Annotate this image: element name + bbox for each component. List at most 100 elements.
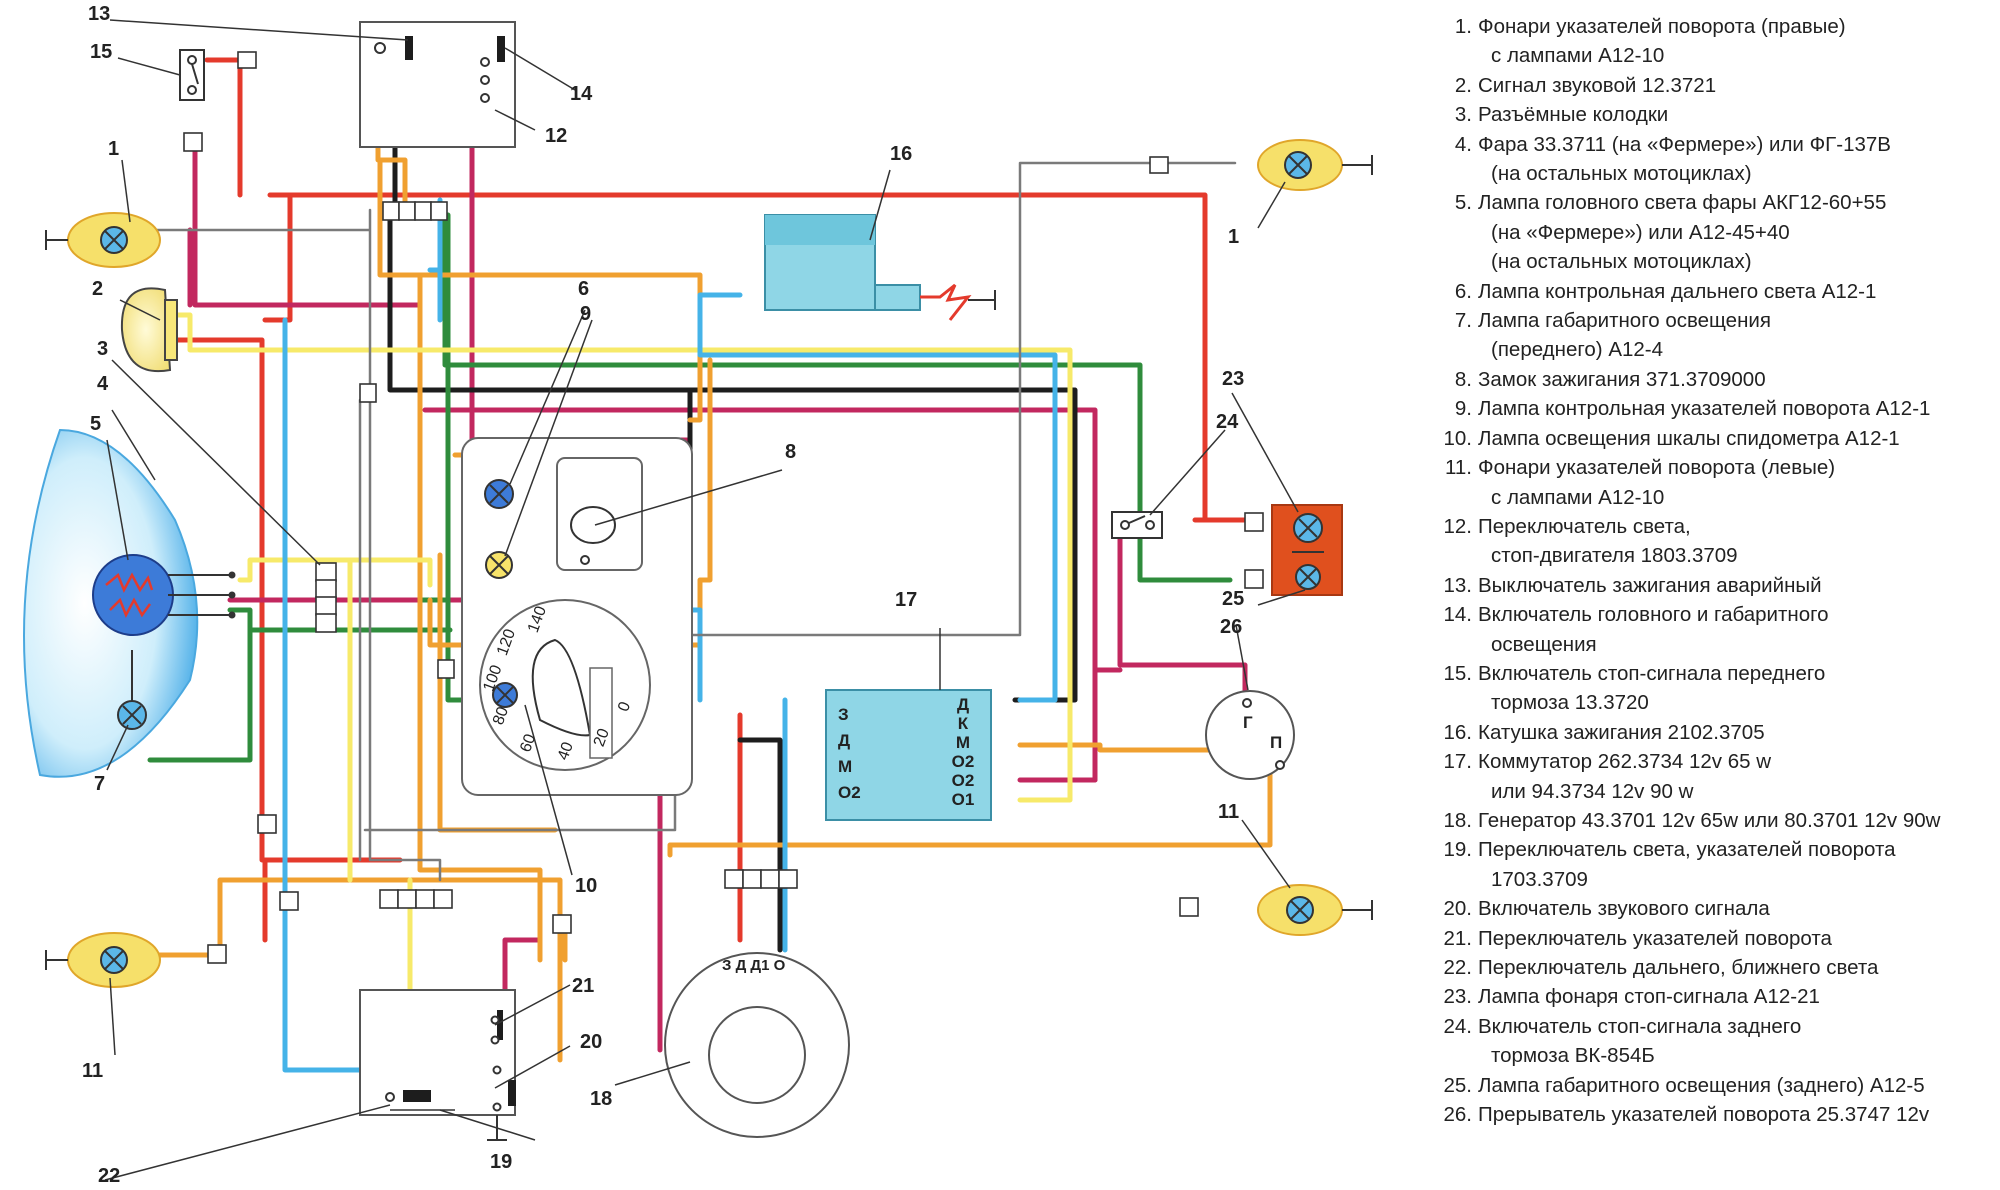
callout-7: 7 [94,773,105,795]
connector [437,659,455,679]
connector [315,613,337,633]
legend-item-text: Коммутатор 262.3734 12v 65 w [1478,750,1772,774]
legend-item-text: Замок зажигания 371.3709000 [1478,367,1766,391]
legend-item: 21.Переключатель указателей поворота [1440,924,1995,953]
callout-22: 22 [98,1165,120,1187]
connector [778,869,798,889]
legend-item-number: 1. [1454,15,1472,38]
speedometer-tick-label: 40 [555,740,577,763]
connector [414,201,432,221]
turn-signal-breaker [1205,690,1295,780]
commutator-pin-left: Д [838,731,850,750]
legend-item: 11.Фонари указателей поворота (левые) [1440,453,1995,482]
speedometer-tick-label: 20 [591,726,613,749]
legend-item-number: 8. [1454,367,1472,391]
legend-item-text: Фонари указателей поворота (левые) [1478,456,1836,480]
legend-item-number: 10. [1443,426,1473,450]
wire-magenta-5 [422,407,1098,1063]
rear-brake-switch [1111,511,1163,539]
callout-15: 15 [90,41,112,63]
commutator-pin-right: О1 [952,790,975,809]
wire-yellow-1 [172,312,1073,803]
callout-6: 6 [578,278,589,300]
callout-11-right: 11 [1218,801,1239,823]
wire-blue-1 [697,292,1058,703]
legend-item-text: Лампа габаритного освещения (заднего) А1… [1478,1073,1925,1097]
legend-item-continuation: или 94.3734 12v 90 w [1491,779,1694,803]
commutator-pin-left: М [838,757,852,776]
legend-item-number: 14. [1443,603,1473,627]
connector [552,914,572,934]
legend-item-number: 26. [1443,1103,1473,1127]
connector [382,201,400,221]
legend-item-number: 6. [1454,279,1472,303]
legend-item: 7.Лампа габаритного освещения [1440,306,1995,335]
legend-item-number: 13. [1443,573,1473,597]
turn-indicator-right-rear [45,212,161,268]
legend-item-text: Лампа контрольная указателей поворота А1… [1478,397,1931,421]
callout-5: 5 [90,413,101,435]
wire-green-3 [147,607,453,763]
legend-item-number: 7. [1454,309,1472,333]
turn-indicator-left-rear [45,932,161,988]
legend-item-text: Включатель стоп-сигнала заднего [1478,1014,1802,1038]
callout-4: 4 [97,373,109,395]
connector [379,889,399,909]
legend-item-continuation: с лампами А12-10 [1491,485,1665,509]
breaker-pin-p: П [1270,733,1282,752]
legend-item: 2.Сигнал звуковой 12.3721 [1440,71,1995,100]
commutator-pin-right: М [956,733,970,752]
legend-item-text: Лампа фонаря стоп-сигнала А12-21 [1478,985,1820,1009]
callout-20: 20 [580,1031,602,1053]
horn [120,287,178,373]
callout-21: 21 [572,975,594,997]
legend-item-continuation: тормоза 13.3720 [1491,691,1649,715]
legend-item: 13.Выключатель зажигания аварийный [1440,571,1995,600]
connector [742,869,762,889]
legend-item-continuation: тормоза ВК-854Б [1491,1044,1655,1068]
legend-item-number: 2. [1454,73,1472,97]
generator [664,952,850,1138]
legend-item: 26.Прерыватель указателей поворота 25.37… [1440,1100,1995,1129]
wire-yellow-2 [237,557,433,1063]
callout-16: 16 [890,143,912,165]
connector [1244,569,1264,589]
legend-item-text: Включатель головного и габаритного [1478,603,1829,627]
legend-item-number: 16. [1443,720,1473,744]
legend-item: 12.Переключатель света, [1440,512,1995,541]
callout-10: 10 [575,875,597,897]
legend-item-continuation: освещения [1491,632,1597,656]
legend-item: 9.Лампа контрольная указателей поворота … [1440,394,1995,423]
callout-26: 26 [1220,616,1242,638]
connector [207,944,227,964]
commutator [825,689,992,821]
legend-item-text: Включатель стоп-сигнала переднего [1478,661,1826,685]
legend-item: 19.Переключатель света, указателей повор… [1440,835,1995,864]
callout-25: 25 [1222,588,1244,610]
legend-item-text: Лампа освещения шкалы спидометра А12-1 [1478,426,1900,450]
legend-item-text: Генератор 43.3701 12v 65w или 80.3701 12… [1478,808,1941,832]
connector [398,201,416,221]
legend-item-number: 17. [1443,750,1473,774]
turn-indicator-left-front [1257,884,1373,936]
legend-item-number: 23. [1443,985,1473,1009]
commutator-pin-left: З [838,705,849,724]
connector [1149,156,1169,174]
legend-item-continuation: стоп-двигателя 1803.3709 [1491,544,1738,568]
legend-item-number: 3. [1454,103,1472,127]
instrument-cluster [461,437,693,796]
legend-item-text: Сигнал звуковой 12.3721 [1478,73,1717,97]
legend-item-number: 20. [1443,897,1473,921]
callout-23: 23 [1222,368,1244,390]
front-brake-switch [179,49,205,101]
legend: 1.Фонари указателей поворота (правые)с л… [1440,12,1995,1129]
legend-item-continuation: (на остальных мотоциклах) [1491,250,1752,274]
callout-9: 9 [580,303,591,325]
callout-18: 18 [590,1088,612,1110]
legend-item: 24.Включатель стоп-сигнала заднего [1440,1012,1995,1041]
commutator-pin-right: О2 [952,771,975,790]
legend-item-text: Переключатель указателей поворота [1478,926,1832,950]
connector [237,51,257,69]
